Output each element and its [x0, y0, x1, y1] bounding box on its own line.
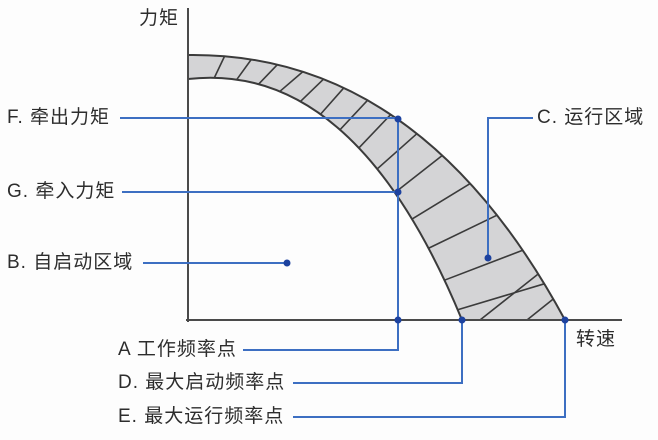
marker-dot-operating — [484, 254, 492, 262]
label-pull-in-torque: G. 牵入力矩 — [7, 181, 116, 202]
label-max-start-frequency-point: D. 最大启动频率点 — [118, 372, 286, 393]
hatch-line — [479, 273, 539, 321]
hatch-line — [428, 214, 498, 249]
hatch-line — [394, 154, 443, 194]
marker-dot-pull-in — [394, 188, 402, 196]
label-working-frequency-point: A 工作频率点 — [118, 339, 237, 360]
label-self-start-region: B. 自启动区域 — [7, 252, 134, 273]
hatch-line — [457, 283, 545, 311]
x-axis-label: 转速 — [576, 329, 617, 350]
hatch-lines — [213, 55, 554, 321]
max-run-point-leader — [293, 320, 566, 418]
operating-region-leader — [487, 117, 533, 258]
label-pull-out-torque: F. 牵出力矩 — [7, 107, 111, 128]
annotation-dots — [283, 115, 569, 324]
hatch-line — [299, 78, 325, 103]
hatch-line — [411, 182, 471, 220]
marker-dot-self-start — [283, 259, 291, 267]
hatch-line — [319, 87, 345, 115]
hatch-line — [339, 99, 369, 131]
marker-dot-pull-out — [394, 115, 402, 123]
y-axis-label: 力矩 — [139, 8, 180, 29]
hatch-line — [213, 55, 226, 79]
marker-dot-working — [394, 316, 402, 324]
hatch-line — [257, 64, 278, 85]
marker-dot-max-run — [561, 316, 569, 324]
hatch-line — [444, 249, 523, 281]
torque-band-region — [187, 53, 566, 321]
hatch-line — [358, 114, 392, 149]
marker-dot-max-start — [458, 316, 466, 324]
label-max-run-frequency-point: E. 最大运行频率点 — [118, 406, 285, 427]
hatch-line — [279, 71, 304, 93]
max-start-point-leader — [293, 320, 463, 384]
hatch-line — [236, 59, 252, 81]
hatch-line — [526, 298, 554, 321]
label-operating-region: C. 运行区域 — [537, 107, 645, 128]
